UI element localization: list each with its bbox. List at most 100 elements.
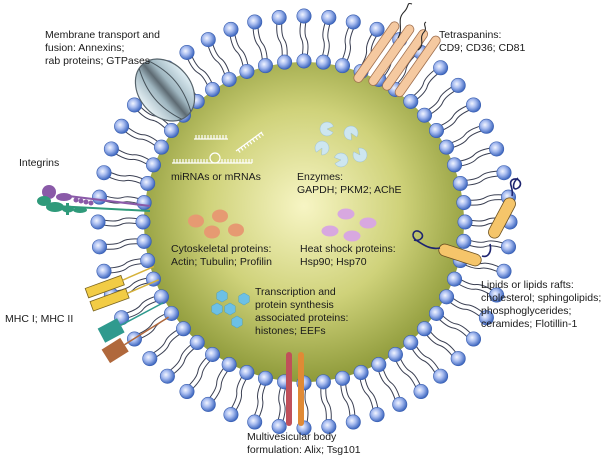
label-line: protein synthesis [255,299,334,311]
label-line: phosphoglycerides; [481,305,572,317]
label-line: fusion: Annexins; [45,42,125,54]
lipid-head-outer [500,239,516,255]
lipid-head-inner [417,107,433,123]
lipid-head-outer [223,21,239,37]
lipid-head-outer [92,239,108,255]
lipid-tail [394,357,418,391]
rna-base [240,147,244,151]
lipid-head-outer [200,32,216,48]
lipid-head-outer [223,407,239,423]
lipid-tail [466,199,506,206]
lipid-tail [377,367,397,404]
lipid-tail [320,384,327,424]
rna-base [257,134,261,139]
label-line: Actin; Tubulin; Profilin [171,256,272,268]
enzyme-molecule [319,121,334,137]
lipid-tail [457,277,495,293]
enzyme-molecule [334,152,349,168]
lipid-tail [299,18,304,60]
lipid-tail [252,379,264,419]
lipid-tail [233,31,250,69]
cytoskeletal-molecule [204,225,220,239]
heat-shock-molecule [337,208,355,220]
lipid-tail [340,380,351,420]
lipid-head-inner [456,195,472,211]
lipid-tail [462,175,502,186]
lipid-tail [276,20,283,61]
lipid-head-inner [257,370,273,386]
lipid-tail [358,375,375,413]
lipid-tail [102,243,143,250]
lipid-tail [190,357,214,391]
label-line: histones; EEFs [255,325,326,337]
label-tetraspanins: Tetraspanins: CD9; CD36; CD81 [439,29,525,55]
lipid-tail [276,383,283,424]
rna-icon [172,131,264,164]
lipid-head-outer [159,368,175,384]
lipid-bilayer [90,8,518,436]
lipid-tail [100,217,142,222]
mvb-proteins-icon [286,352,304,426]
label-line: cholesterol; sphingolipids; [481,292,602,304]
lipid-tail [461,170,501,182]
lipid-tail [304,18,309,60]
rna-base [252,138,256,143]
enzyme-molecules [314,121,368,168]
lipid-tail [102,194,143,201]
transcription-molecule [216,289,228,303]
lipid-tail [447,124,483,145]
lipid-head-inner [429,305,445,321]
lipid-head-outer [345,14,361,30]
lipid-tail [320,20,327,61]
lipid-head-outer [466,331,482,347]
lipid-head-inner [145,271,161,287]
lipid-head-outer [466,97,482,113]
lipid-head-outer [450,351,466,367]
lipid-head-inner [429,123,445,139]
lipid-head-inner [277,54,293,70]
lipid-tail [252,25,264,65]
lipid-tail [233,375,249,413]
label-mvb: Multivesicular body formulation: Alix; T… [247,431,361,457]
lipid-head-outer [247,414,263,430]
lipid-head-inner [135,214,151,230]
lipid-head-outer [179,384,195,400]
lipid-head-outer [247,14,263,30]
tetraspanin-icon [353,2,441,98]
lipid-head-outer [90,214,106,230]
label-line: Heat shock proteins: [300,243,396,255]
lipid-tail [281,20,288,60]
lipid-tail [325,20,332,61]
label-heat-shock: Heat shock proteins: Hsp90; Hsp70 [300,243,396,269]
lipid-head-inner [136,233,152,249]
rna-base [246,142,250,147]
lipid-head-inner [447,271,463,287]
transcription-molecule [211,302,223,316]
rna-base [254,136,259,141]
cytoskeletal-molecule [188,214,204,228]
lipid-head-outer [96,165,112,181]
lipid-tail [206,43,227,79]
rna-base [260,132,264,137]
lipid-head-outer [179,44,195,60]
lipid-tail [439,108,473,132]
lipid-tail [359,31,375,69]
lipid-head-outer [369,407,385,423]
lipid-head-outer [271,418,287,434]
lipid-tail [125,125,162,145]
lipid-head-inner [439,139,455,155]
lipid-head-inner [205,81,221,97]
lipid-head-outer [142,351,158,367]
lipid-tail [257,380,268,420]
lipid-tail [304,384,309,426]
lipid-head-outer [92,189,108,205]
lipid-tail [100,222,142,227]
lipid-head-inner [452,175,468,191]
enzyme-molecule [314,140,330,156]
cytoskeletal-molecule [228,223,244,237]
lipid-head-outer [271,10,287,26]
label-enzymes: Enzymes: GAPDH; PKM2; AChE [297,171,401,197]
lipid-tail [325,383,332,424]
lipid-tail [186,56,210,90]
label-integrins: Integrins [19,157,59,170]
